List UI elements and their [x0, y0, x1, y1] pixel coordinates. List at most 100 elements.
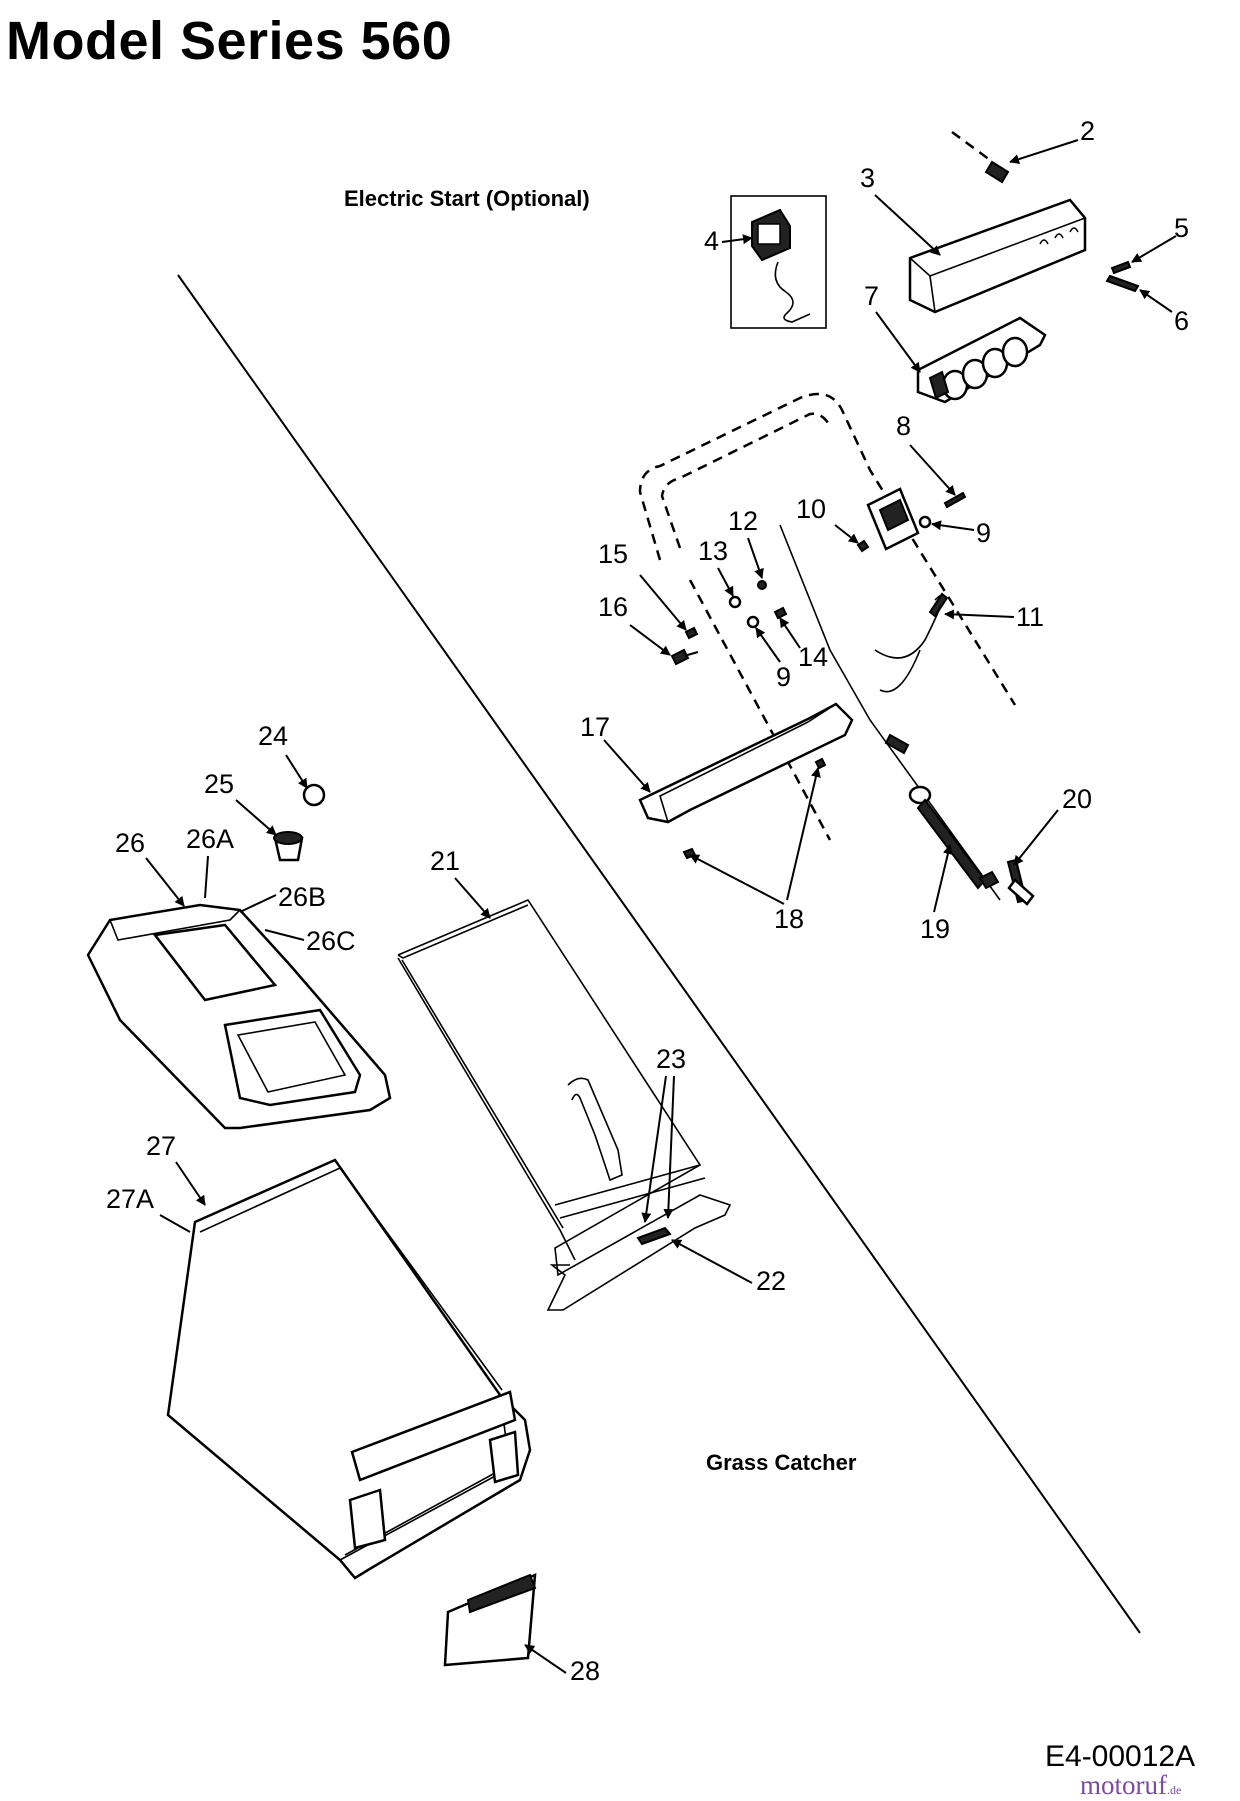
callout-2: 2 [1080, 116, 1095, 146]
leader-17 [603, 739, 651, 793]
part-5-clip [1110, 260, 1132, 275]
callout-5: 5 [1174, 213, 1189, 243]
leader-18-right [786, 767, 821, 901]
leader-24 [285, 754, 308, 789]
watermark-suffix: .de [1167, 1783, 1182, 1797]
leader-9-upper [931, 520, 975, 531]
leader-20 [1013, 809, 1059, 866]
callout-16: 16 [598, 592, 628, 622]
cable-connector [884, 733, 910, 755]
part-21-catcher-frame [397, 899, 732, 1311]
leader-26b [239, 894, 277, 913]
leader-25 [235, 799, 277, 836]
callout-18: 18 [774, 904, 804, 934]
part-7-battery-pack [916, 316, 1047, 404]
leader-3 [874, 194, 941, 256]
leader-14 [779, 617, 801, 649]
part-9-washer-lower [746, 615, 760, 629]
callout-24: 24 [258, 721, 288, 751]
handle-outline [638, 392, 1017, 841]
section-divider-line [177, 274, 1141, 1634]
part-18-screw-right [814, 757, 827, 770]
leader-18-left [689, 854, 785, 905]
callout-20: 20 [1062, 784, 1092, 814]
leader-22 [671, 1239, 753, 1284]
leader-4 [721, 234, 753, 245]
part-19-harness [908, 785, 1000, 890]
part-27-catcher-bag [166, 1158, 532, 1580]
callout-21: 21 [430, 846, 460, 876]
callout-26b: 26B [278, 882, 326, 912]
leader-23-right [663, 1075, 675, 1219]
callout-3: 3 [860, 163, 875, 193]
switch-assembly [866, 487, 920, 551]
part-8-pin [943, 491, 967, 509]
callout-27a: 27A [106, 1184, 154, 1214]
leader-13 [717, 567, 734, 597]
callout-15: 15 [598, 539, 628, 569]
leader-21 [454, 877, 491, 919]
callout-13: 13 [698, 536, 728, 566]
page-title: Model Series 560 [6, 11, 453, 71]
leader-28 [524, 1644, 567, 1674]
callout-11: 11 [1016, 602, 1044, 632]
callout-26c: 26C [306, 926, 356, 956]
callout-9-upper: 9 [976, 518, 991, 548]
callout-6: 6 [1174, 306, 1189, 336]
part-10-screw [856, 539, 870, 553]
grass-catcher-label: Grass Catcher [706, 1450, 857, 1475]
part-3-battery-cover [908, 198, 1087, 314]
part-12-nut [757, 580, 767, 590]
leader-12 [747, 537, 764, 579]
watermark-brand: motoruf [1080, 1770, 1167, 1800]
callout-12: 12 [728, 506, 758, 536]
leader-8 [909, 444, 956, 496]
leader-10 [834, 524, 859, 544]
leader-16 [629, 624, 671, 656]
electric-start-label: Electric Start (Optional) [344, 186, 590, 211]
callout-4: 4 [704, 226, 719, 256]
callout-8: 8 [896, 411, 911, 441]
callout-22: 22 [756, 1266, 786, 1296]
part-11-cable-clip [928, 592, 949, 618]
part-4-charger-box [730, 195, 827, 329]
callout-23: 23 [656, 1044, 686, 1074]
leader-15 [639, 574, 687, 631]
part-24-cap [302, 783, 326, 807]
part-14-bolt [773, 606, 788, 620]
leader-9-lower [755, 627, 781, 663]
part-26-catcher-top [86, 903, 392, 1130]
part-17-bracket [638, 702, 854, 824]
part-2-connector [951, 130, 1010, 184]
watermark-logo: motoruf.de [1080, 1770, 1181, 1801]
leader-19 [933, 844, 953, 913]
callout-28: 28 [570, 1656, 600, 1686]
part-13-washer [728, 595, 742, 609]
callout-26: 26 [115, 828, 145, 858]
part-6-clip [1105, 274, 1140, 293]
callout-14: 14 [798, 642, 828, 672]
leader-26 [145, 857, 185, 907]
leader-5 [1131, 235, 1177, 263]
callout-26a: 26A [186, 824, 234, 854]
leader-7 [875, 311, 921, 373]
part-9-washer-upper [918, 515, 932, 529]
callout-27: 27 [146, 1131, 176, 1161]
part-28-plate [443, 1573, 537, 1667]
callout-19: 19 [920, 914, 950, 944]
part-20-key [1006, 858, 1035, 906]
leader-23-left [641, 1075, 667, 1223]
part-16-knob [670, 648, 699, 666]
control-cable [779, 524, 1001, 901]
callout-9-lower: 9 [776, 662, 791, 692]
leader-26a [204, 855, 209, 899]
leader-2 [1009, 139, 1079, 164]
leader-27 [175, 1161, 206, 1206]
callout-17: 17 [580, 712, 610, 742]
part-25-plug [273, 831, 304, 862]
diagram-code: E4-00012A [1045, 1740, 1196, 1773]
leader-6 [1139, 289, 1173, 313]
leader-27a [159, 1214, 191, 1233]
